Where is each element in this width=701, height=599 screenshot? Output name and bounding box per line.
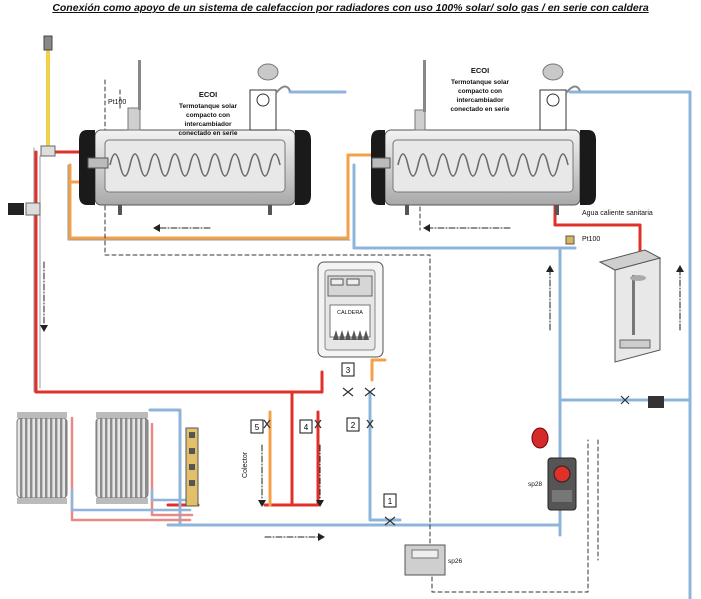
hot-pipe-left-outline xyxy=(33,147,41,393)
cold-pipe xyxy=(148,90,692,599)
sp28-label: sp28 xyxy=(528,481,542,488)
solar-tank-right: ECOI Termotanque solar compacto con inte… xyxy=(371,60,596,215)
tank-left-line1: Termotanque solar xyxy=(179,103,238,110)
flow-arrowheads xyxy=(40,224,684,541)
pump-icon xyxy=(8,203,24,215)
diagram-title: Conexión como apoyo de un sistema de cal… xyxy=(52,2,649,14)
tank-right-line1: Termotanque solar xyxy=(451,79,510,86)
radiator-right xyxy=(95,412,149,504)
sp26-label: sp26 xyxy=(448,558,462,565)
manifold-collector xyxy=(185,427,199,507)
heat-exchanger-coil-left xyxy=(109,153,281,177)
solar-tank-left: ECOI Termotanque solar compacto con inte… xyxy=(79,60,311,215)
hot-pipe-left xyxy=(34,150,324,507)
flow-arrows xyxy=(43,227,681,538)
tank-right-brand: ECOI xyxy=(471,66,489,75)
valve-3-label: 3 xyxy=(346,366,351,375)
shower-valve-icon xyxy=(648,396,664,408)
tank-left-line3: intercambiador xyxy=(185,121,232,128)
boiler: CALDERA xyxy=(317,261,384,358)
controller-sp26: sp26 xyxy=(404,544,462,576)
valve-2-label: 2 xyxy=(351,421,356,430)
pt100-left-label: Pt100 xyxy=(108,99,126,106)
tee-fitting xyxy=(40,145,56,157)
pt100-right-label: Pt100 xyxy=(582,236,600,243)
valve-4-label: 4 xyxy=(304,423,309,432)
controller-sp28: sp28 xyxy=(528,427,577,511)
collector-label: Colector xyxy=(242,451,249,478)
valve-1-label: 1 xyxy=(388,497,393,506)
valve-5-label: 5 xyxy=(255,423,260,432)
pt100-right-sensor xyxy=(565,235,575,245)
tank-left-brand: ECOI xyxy=(199,90,217,99)
radiator-pipes xyxy=(70,416,194,522)
shower-icon xyxy=(598,249,662,363)
tank-right-line2: compacto con xyxy=(458,88,502,95)
burner-flames-icon xyxy=(333,330,369,340)
boiler-label: CALDERA xyxy=(337,310,363,316)
tank-right-line4: conectado en serie xyxy=(451,106,510,113)
radiator-left xyxy=(16,412,68,504)
tank-right-line3: intercambiador xyxy=(457,97,504,104)
solar-loop-outline xyxy=(67,164,351,241)
hot-water-label: Agua caliente sanitaria xyxy=(582,210,653,217)
tank-left-line2: compacto con xyxy=(186,112,230,119)
air-vent-icon xyxy=(43,35,53,51)
heat-exchanger-coil-right xyxy=(397,153,569,177)
valve-markers: 3 5 4 2 1 xyxy=(250,362,630,526)
tank-left-line4: conectado en serie xyxy=(179,130,238,137)
